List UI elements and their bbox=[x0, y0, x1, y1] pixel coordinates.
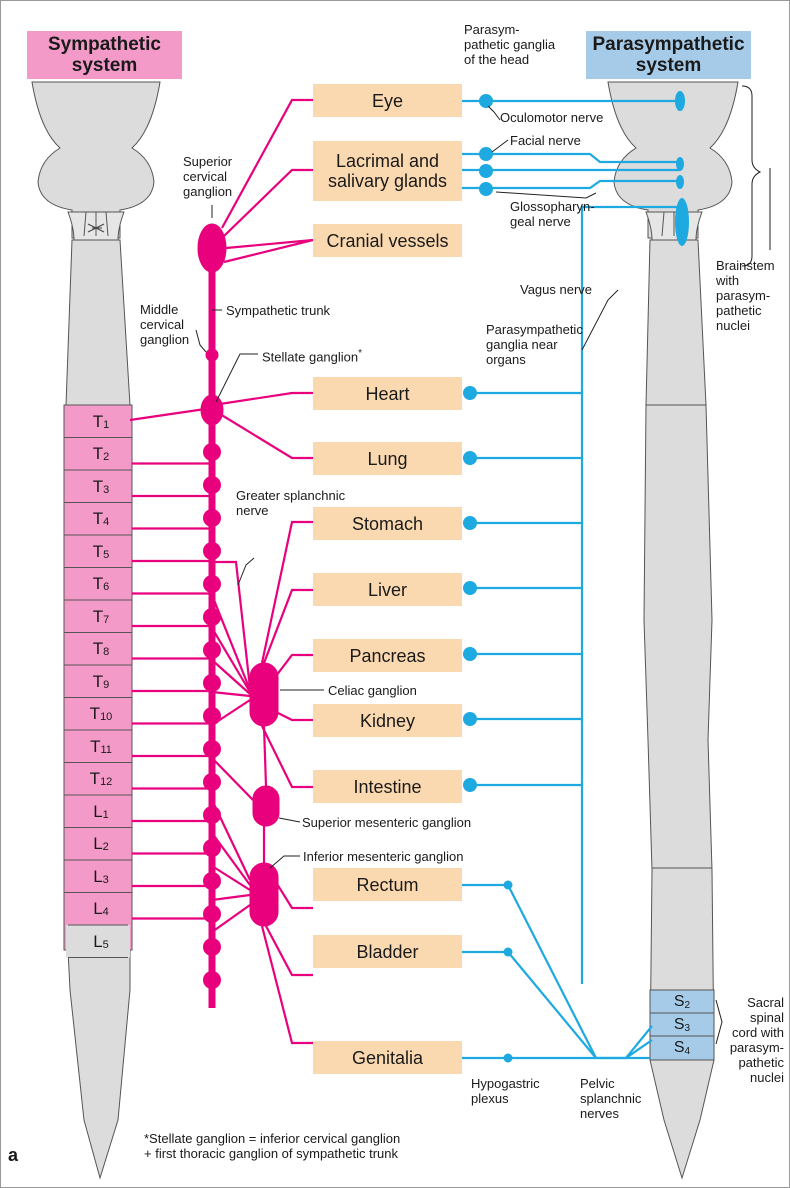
sympathetic-title-line2: system bbox=[72, 55, 138, 76]
organ-genitalia: Genitalia bbox=[313, 1041, 462, 1074]
prevertebral-ganglia bbox=[250, 663, 279, 926]
label-vagus-nerve: Vagus nerve bbox=[520, 282, 592, 297]
parasympathetic-title-line1: Parasympathetic bbox=[592, 34, 744, 55]
trunk-ganglion bbox=[203, 707, 221, 725]
trunk-ganglion bbox=[203, 872, 221, 890]
segment-rami bbox=[132, 464, 212, 919]
parasympathetic-title: Parasympathetic system bbox=[586, 31, 751, 79]
label-celiac-ganglion: Celiac ganglion bbox=[328, 683, 417, 698]
organ-lacrimal-salivary-glands: Lacrimal and salivary glands bbox=[313, 141, 462, 201]
label-facial-nerve: Facial nerve bbox=[510, 133, 581, 148]
trunk-ganglion bbox=[203, 509, 221, 527]
left-brainstem bbox=[32, 82, 160, 240]
organ-heart: Heart bbox=[313, 377, 462, 410]
middle-cervical-ganglion bbox=[206, 349, 218, 361]
superior-mesenteric-ganglion bbox=[253, 786, 279, 826]
label-inferior-mesenteric-ganglion: Inferior mesenteric ganglion bbox=[303, 849, 463, 864]
organ-bladder: Bladder bbox=[313, 935, 462, 968]
trunk-ganglia bbox=[203, 443, 221, 989]
organ-intestine: Intestine bbox=[313, 770, 462, 803]
celiac-ganglion bbox=[250, 663, 278, 726]
organ-liver: Liver bbox=[313, 573, 462, 606]
inferior-mesenteric-ganglion bbox=[250, 863, 278, 926]
superior-cervical-ganglion bbox=[198, 224, 226, 272]
organ-rectum: Rectum bbox=[313, 868, 462, 901]
trunk-ganglion bbox=[203, 443, 221, 461]
parasympathetic-title-line2: system bbox=[636, 55, 702, 76]
trunk-ganglion bbox=[203, 476, 221, 494]
organ-pancreas: Pancreas bbox=[313, 639, 462, 672]
organ-cranial-vessels: Cranial vessels bbox=[313, 224, 462, 257]
trunk-ganglion bbox=[203, 905, 221, 923]
label-superior-mesenteric-ganglion: Superior mesenteric ganglion bbox=[302, 815, 471, 830]
trunk-ganglion bbox=[203, 938, 221, 956]
trunk-ganglion bbox=[203, 542, 221, 560]
organ-eye: Eye bbox=[313, 84, 462, 117]
organ-lung: Lung bbox=[313, 442, 462, 475]
sympathetic-title-line1: Sympathetic bbox=[48, 34, 161, 55]
label-stellate-ganglion: Stellate ganglion* bbox=[262, 346, 362, 364]
label-sympathetic-trunk: Sympathetic trunk bbox=[226, 303, 330, 318]
trunk-ganglion bbox=[203, 575, 221, 593]
trunk-ganglion bbox=[203, 674, 221, 692]
label-oculomotor-nerve: Oculomotor nerve bbox=[500, 110, 603, 125]
organ-kidney: Kidney bbox=[313, 704, 462, 737]
label-glossopharyngeal-nerve: Glossopharyn-geal nerve bbox=[510, 199, 595, 229]
panel-letter: a bbox=[8, 1148, 18, 1163]
footnote: *Stellate ganglion = inferior cervical g… bbox=[144, 1131, 400, 1161]
trunk-ganglion bbox=[203, 971, 221, 989]
sympathetic-title: Sympathetic system bbox=[27, 31, 182, 79]
trunk-ganglion bbox=[203, 641, 221, 659]
